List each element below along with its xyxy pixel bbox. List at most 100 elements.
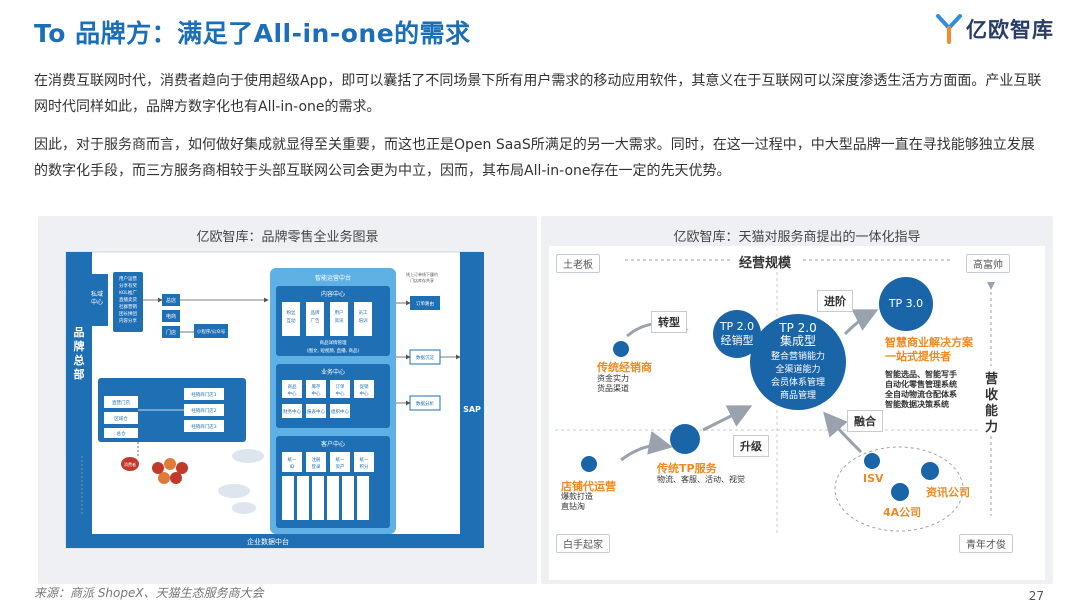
traditional-dealer-desc: 资金实力 货品渠道 bbox=[597, 374, 629, 393]
page-number: 27 bbox=[1028, 589, 1044, 603]
svg-text:积分: 积分 bbox=[360, 463, 369, 470]
sap-bar bbox=[460, 252, 484, 548]
svg-text:小程序/公众号: 小程序/公众号 bbox=[197, 328, 226, 335]
svg-text:电商: 电商 bbox=[166, 313, 176, 320]
corner-bottom-right: 青年才俊 bbox=[959, 534, 1013, 553]
svg-text:社群营销: 社群营销 bbox=[119, 303, 137, 310]
svg-text:订单路由: 订单路由 bbox=[416, 300, 434, 307]
svg-text:品牌: 品牌 bbox=[311, 309, 320, 316]
data-platform-label: 企业数据中台 bbox=[247, 537, 289, 546]
svg-text:客户中心: 客户中心 bbox=[321, 440, 345, 448]
svg-text:直营门店: 直营门店 bbox=[112, 399, 130, 406]
right-axis-label: 营收能力 bbox=[985, 372, 999, 435]
svg-text:商品详情管理: 商品详情管理 bbox=[320, 339, 347, 346]
svg-text:商品: 商品 bbox=[288, 383, 297, 390]
top-axis-label: 经营规模 bbox=[739, 256, 792, 271]
fusion-label: 融合 bbox=[847, 410, 883, 432]
tp20-distribution-node: TP 2.0 经销型 bbox=[719, 320, 755, 347]
svg-text:业务中心: 业务中心 bbox=[321, 368, 345, 376]
logo: 亿欧智库 bbox=[936, 14, 1054, 44]
svg-text:中心: 中心 bbox=[312, 390, 321, 397]
svg-text:报表中心: 报表中心 bbox=[307, 408, 325, 415]
svg-text:线上订单线下履约: 线上订单线下履约 bbox=[406, 271, 438, 277]
svg-text:注册: 注册 bbox=[312, 456, 321, 463]
svg-text:统一: 统一 bbox=[360, 456, 369, 463]
tmall-guidance-diagram bbox=[549, 246, 1045, 580]
svg-text:登录: 登录 bbox=[312, 463, 321, 470]
upgrade-label: 升级 bbox=[733, 435, 769, 457]
svg-text:促销: 促销 bbox=[360, 383, 369, 390]
svg-text:内容中心: 内容中心 bbox=[321, 290, 345, 298]
svg-text:员工: 员工 bbox=[359, 310, 368, 316]
svg-text:用户: 用户 bbox=[335, 309, 344, 316]
svg-text:广告: 广告 bbox=[311, 317, 320, 324]
brand-hq-c1: 品牌总部 bbox=[74, 326, 85, 381]
tp30-headline: 智慧商业解决方案 一站式提供者 bbox=[885, 336, 973, 363]
logo-icon bbox=[936, 14, 962, 44]
store-agent-desc: 爆款打造 直钻淘 bbox=[561, 492, 593, 511]
store-agent-label: 店铺代运营 bbox=[561, 480, 616, 493]
svg-text:团长拼团: 团长拼团 bbox=[119, 310, 137, 317]
isv-label: ISV bbox=[863, 472, 884, 485]
source-note: 来源：商派 ShopeX、天猫生态服务商大会 bbox=[34, 586, 264, 600]
tp30-desc: 智能选品、智能写手 自动化零售管理系统 全自动物流仓配体系 智能数据决策系统 bbox=[885, 370, 957, 409]
data-platform-bar bbox=[92, 534, 460, 548]
advance-label: 进阶 bbox=[817, 290, 853, 312]
svg-text:统一: 统一 bbox=[288, 456, 297, 463]
svg-text:中心: 中心 bbox=[288, 390, 297, 397]
svg-text:资讯: 资讯 bbox=[335, 317, 344, 324]
right-panel-title: 亿欧智库：天猫对服务商提出的一体化指导 bbox=[673, 230, 921, 245]
logo-text: 亿欧智库 bbox=[966, 18, 1054, 42]
paragraph-1: 在消费互联网时代，消费者趋向于使用超级App，即可以囊括了不同场景下所有用户需求… bbox=[34, 73, 1042, 115]
svg-text:经销商门店3: 经销商门店3 bbox=[191, 423, 216, 430]
svg-text:订单: 订单 bbox=[336, 383, 345, 390]
svg-text:组织中心: 组织中心 bbox=[331, 408, 349, 415]
svg-text:数据沉淀: 数据沉淀 bbox=[416, 354, 434, 361]
transform-label: 转型 bbox=[651, 311, 687, 333]
svg-text:资产: 资产 bbox=[336, 463, 345, 470]
svg-text:库存: 库存 bbox=[312, 383, 321, 390]
svg-text:门店库存共享: 门店库存共享 bbox=[410, 277, 434, 283]
svg-text:互动: 互动 bbox=[287, 317, 296, 324]
tp-service-label: 传统TP服务 bbox=[657, 462, 717, 475]
svg-text:智能运营中台: 智能运营中台 bbox=[315, 274, 351, 282]
page-title: To 品牌方：满足了All-in-one的需求 bbox=[34, 19, 471, 48]
4a-company-label: 4A公司 bbox=[883, 506, 922, 519]
traditional-dealer-label: 传统经销商 bbox=[597, 361, 652, 374]
svg-text:(图文, 短视频, 直播, 商品): (图文, 短视频, 直播, 商品) bbox=[307, 347, 360, 354]
info-company-label: 资讯公司 bbox=[926, 486, 970, 499]
svg-text:消费者: 消费者 bbox=[124, 461, 136, 467]
tmall-guidance-panel: 亿欧智库：天猫对服务商提出的一体化指导 bbox=[541, 216, 1053, 584]
svg-text:用户运营: 用户运营 bbox=[119, 275, 137, 282]
svg-text:分享有奖: 分享有奖 bbox=[119, 282, 137, 289]
svg-text:总店: 总店 bbox=[166, 297, 176, 304]
svg-text:经销商门店1: 经销商门店1 bbox=[191, 391, 216, 398]
svg-text:经销商门店2: 经销商门店2 bbox=[191, 407, 216, 414]
tp20-integrated-node: TP 2.0 集成型 整合营销能力 全渠道能力 会员体系管理 商品管理 bbox=[770, 321, 825, 402]
corner-top-left: 土老板 bbox=[556, 254, 600, 273]
left-panel-title: 亿欧智库：品牌零售全业务图景 bbox=[196, 230, 379, 245]
consumers-icon bbox=[152, 458, 188, 484]
paragraph-2: 因此，对于服务商而言，如何做好集成就显得至关重要，而这也正是Open SaaS所… bbox=[34, 137, 1035, 179]
tp-service-desc: 物流、客服、活动、视觉 bbox=[657, 475, 745, 484]
svg-text:中心: 中心 bbox=[360, 390, 369, 397]
retail-landscape-panel: 亿欧智库：品牌零售全业务图景 品牌总部 SAP 企业数据中台 私域中心 用户运营… bbox=[38, 216, 537, 584]
svg-text:统一: 统一 bbox=[336, 456, 345, 463]
svg-text:私域中心: 私域中心 bbox=[91, 290, 103, 306]
svg-text:内容分享: 内容分享 bbox=[119, 317, 137, 324]
svg-text:KOL推广: KOL推广 bbox=[119, 289, 137, 296]
svg-text:区域仓: 区域仓 bbox=[114, 415, 128, 422]
svg-text:总仓: 总仓 bbox=[117, 430, 126, 437]
svg-text:门店: 门店 bbox=[166, 329, 176, 336]
corner-top-right: 高富帅 bbox=[966, 254, 1010, 273]
svg-text:粉丝: 粉丝 bbox=[287, 309, 296, 316]
sap-label: SAP bbox=[463, 405, 481, 414]
corner-bottom-left: 白手起家 bbox=[556, 534, 610, 553]
svg-text:中心: 中心 bbox=[336, 390, 345, 397]
svg-text:培训: 培训 bbox=[359, 317, 368, 324]
svg-text:直播卖货: 直播卖货 bbox=[119, 296, 137, 303]
svg-text:财务中心: 财务中心 bbox=[283, 408, 301, 415]
tp30-node: TP 3.0 bbox=[888, 297, 924, 310]
